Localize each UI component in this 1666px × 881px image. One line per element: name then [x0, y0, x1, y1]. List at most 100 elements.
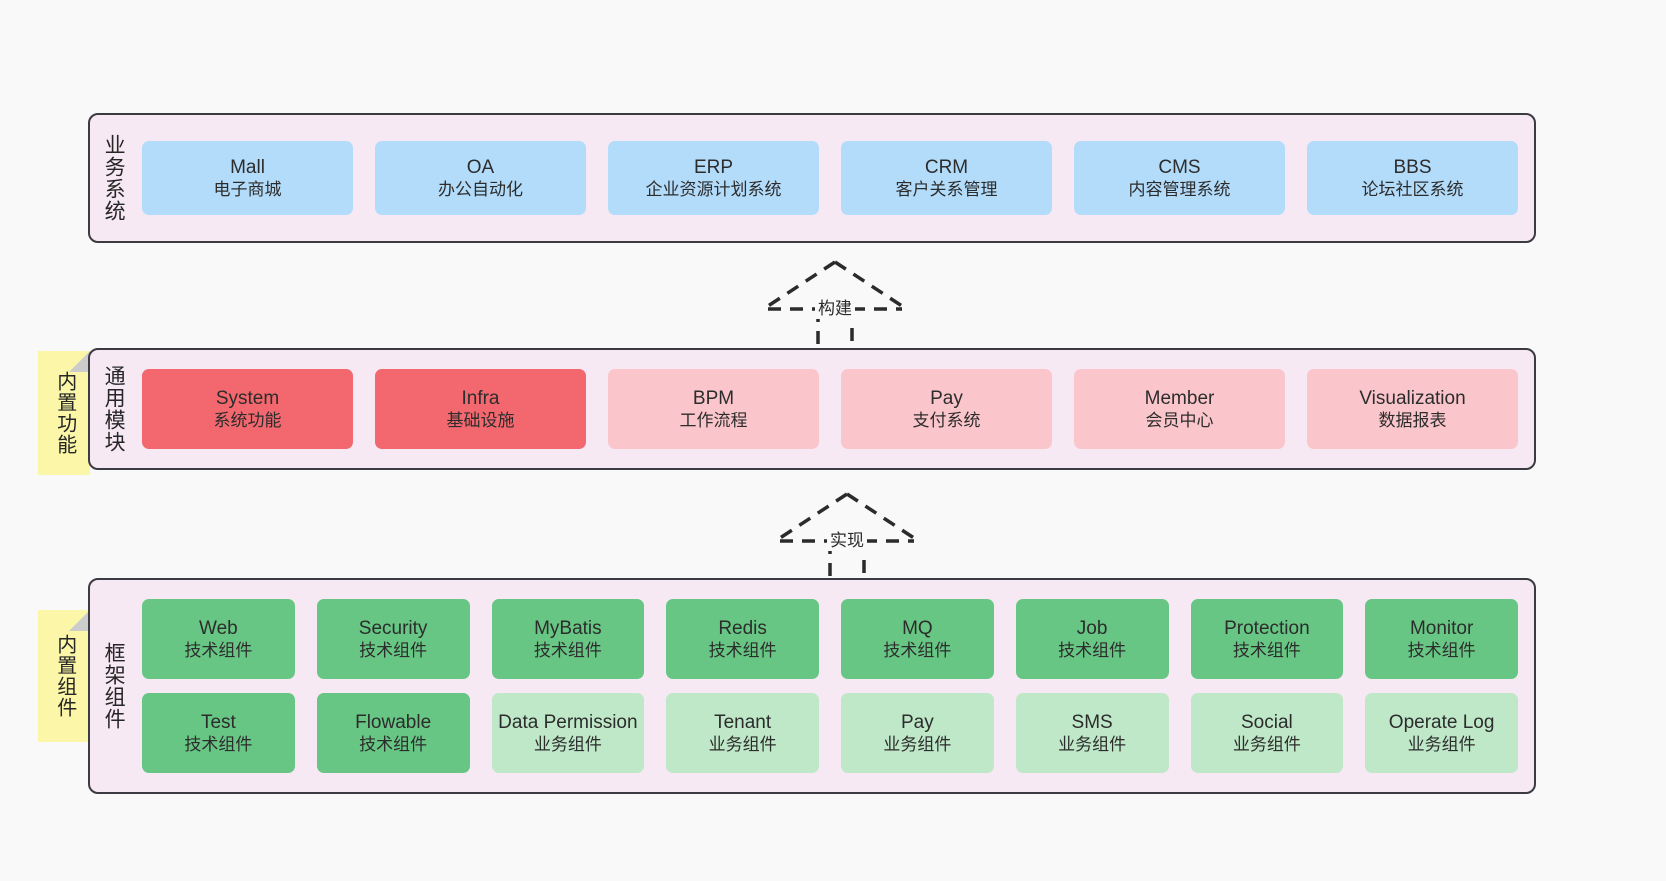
card-title: Job [1076, 617, 1108, 639]
card-title: Operate Log [1388, 711, 1495, 733]
card-subtitle: 技术组件 [1232, 641, 1301, 661]
card-subtitle: 电子商城 [213, 180, 282, 200]
card-row: Web 技术组件 Security 技术组件 MyBatis 技术组件 Redi… [142, 599, 1518, 679]
card-subtitle: 技术组件 [883, 641, 952, 661]
arrow-label-build: 构建 [815, 294, 855, 319]
card-crm[interactable]: CRM 客户关系管理 [841, 141, 1052, 215]
card-sms[interactable]: SMS 业务组件 [1015, 693, 1169, 773]
card-flowable[interactable]: Flowable 技术组件 [316, 693, 470, 773]
card-subtitle: 会员中心 [1145, 411, 1214, 431]
card-subtitle: 办公自动化 [438, 180, 523, 200]
card-visualization[interactable]: Visualization 数据报表 [1307, 369, 1518, 449]
layer-framework-components: 框架组件 Web 技术组件 Security 技术组件 MyBatis 技术组件… [88, 578, 1536, 794]
card-member[interactable]: Member 会员中心 [1074, 369, 1285, 449]
card-data-permission[interactable]: Data Permission 业务组件 [491, 693, 645, 773]
card-pay-component[interactable]: Pay 业务组件 [841, 693, 994, 773]
card-title: Mall [230, 156, 265, 178]
card-cms[interactable]: CMS 内容管理系统 [1074, 141, 1285, 215]
sticky-note-builtin-features: 内置功能 [38, 351, 90, 475]
card-subtitle: 技术组件 [359, 641, 428, 661]
dashed-generalization-arrow-icon [778, 492, 916, 586]
card-title: Protection [1224, 617, 1310, 639]
card-title: Test [200, 711, 236, 733]
card-redis[interactable]: Redis 技术组件 [666, 599, 819, 679]
card-subtitle: 工作流程 [679, 411, 748, 431]
card-subtitle: 业务组件 [708, 735, 777, 755]
card-monitor[interactable]: Monitor 技术组件 [1365, 599, 1518, 679]
layer-body-business-systems: Mall 电子商城 OA 办公自动化 ERP 企业资源计划系统 CRM 客户关系… [136, 115, 1534, 241]
card-subtitle: 技术组件 [359, 735, 428, 755]
card-title: MQ [902, 617, 933, 639]
arrow-implement: 实现 [772, 490, 922, 586]
card-subtitle: 技术组件 [533, 641, 602, 661]
card-subtitle: 技术组件 [184, 641, 253, 661]
card-job[interactable]: Job 技术组件 [1015, 599, 1169, 679]
card-mall[interactable]: Mall 电子商城 [142, 141, 353, 215]
card-subtitle: 支付系统 [912, 411, 981, 431]
card-subtitle: 系统功能 [213, 411, 282, 431]
card-title: OA [466, 156, 495, 178]
card-subtitle: 论坛社区系统 [1361, 180, 1464, 200]
card-title: CRM [924, 156, 969, 178]
card-subtitle: 技术组件 [184, 735, 253, 755]
card-title: Pay [930, 387, 963, 409]
layer-title-framework-components: 框架组件 [102, 642, 126, 730]
card-subtitle: 业务组件 [533, 735, 602, 755]
card-tenant[interactable]: Tenant 业务组件 [666, 693, 819, 773]
card-social[interactable]: Social 业务组件 [1190, 693, 1344, 773]
card-title: Tenant [714, 711, 772, 733]
card-subtitle: 业务组件 [883, 735, 952, 755]
card-subtitle: 技术组件 [708, 641, 777, 661]
sticky-note-builtin-components: 内置组件 [38, 610, 90, 742]
card-title: MyBatis [534, 617, 602, 639]
layer-business-systems: 业务系统 Mall 电子商城 OA 办公自动化 ERP 企业资源计划系统 CRM… [88, 113, 1536, 243]
sticky-note-label: 内置组件 [53, 634, 76, 718]
card-subtitle: 内容管理系统 [1128, 180, 1231, 200]
layer-body-framework-components: Web 技术组件 Security 技术组件 MyBatis 技术组件 Redi… [136, 580, 1534, 792]
card-title: Infra [461, 387, 500, 409]
card-title: SMS [1071, 711, 1113, 733]
card-infra[interactable]: Infra 基础设施 [375, 369, 586, 449]
card-title: Member [1144, 387, 1215, 409]
card-row: System 系统功能 Infra 基础设施 BPM 工作流程 Pay 支付系统… [142, 369, 1518, 449]
card-title: Flowable [355, 711, 432, 733]
card-oa[interactable]: OA 办公自动化 [375, 141, 586, 215]
layer-common-modules: 通用模块 System 系统功能 Infra 基础设施 BPM 工作流程 Pay… [88, 348, 1536, 470]
card-system[interactable]: System 系统功能 [142, 369, 353, 449]
card-title: Visualization [1359, 387, 1466, 409]
sticky-note-label: 内置功能 [53, 371, 76, 455]
card-protection[interactable]: Protection 技术组件 [1190, 599, 1344, 679]
card-bpm[interactable]: BPM 工作流程 [608, 369, 819, 449]
card-mq[interactable]: MQ 技术组件 [841, 599, 994, 679]
card-subtitle: 技术组件 [1058, 641, 1127, 661]
card-subtitle: 客户关系管理 [895, 180, 998, 200]
dashed-generalization-arrow-icon [766, 260, 904, 354]
card-title: Social [1241, 711, 1293, 733]
card-row: Test 技术组件 Flowable 技术组件 Data Permission … [142, 693, 1518, 773]
card-title: BPM [692, 387, 735, 409]
card-row: Mall 电子商城 OA 办公自动化 ERP 企业资源计划系统 CRM 客户关系… [142, 141, 1518, 215]
card-erp[interactable]: ERP 企业资源计划系统 [608, 141, 819, 215]
card-title: Security [358, 617, 428, 639]
card-title: Pay [901, 711, 934, 733]
card-operate-log[interactable]: Operate Log 业务组件 [1365, 693, 1518, 773]
layer-body-common-modules: System 系统功能 Infra 基础设施 BPM 工作流程 Pay 支付系统… [136, 350, 1534, 468]
card-subtitle: 技术组件 [1407, 641, 1476, 661]
card-test[interactable]: Test 技术组件 [142, 693, 295, 773]
layer-title-business-systems: 业务系统 [102, 134, 126, 222]
card-web[interactable]: Web 技术组件 [142, 599, 295, 679]
card-subtitle: 数据报表 [1378, 411, 1447, 431]
card-subtitle: 业务组件 [1232, 735, 1301, 755]
arrow-label-implement: 实现 [827, 526, 867, 551]
card-pay[interactable]: Pay 支付系统 [841, 369, 1052, 449]
card-subtitle: 基础设施 [446, 411, 515, 431]
card-security[interactable]: Security 技术组件 [316, 599, 470, 679]
card-mybatis[interactable]: MyBatis 技术组件 [491, 599, 645, 679]
arrow-build: 构建 [760, 258, 910, 354]
card-title: System [215, 387, 280, 409]
card-bbs[interactable]: BBS 论坛社区系统 [1307, 141, 1518, 215]
card-title: ERP [693, 156, 734, 178]
card-title: Web [199, 617, 238, 639]
card-title: BBS [1393, 156, 1432, 178]
layer-title-common-modules: 通用模块 [102, 365, 126, 453]
